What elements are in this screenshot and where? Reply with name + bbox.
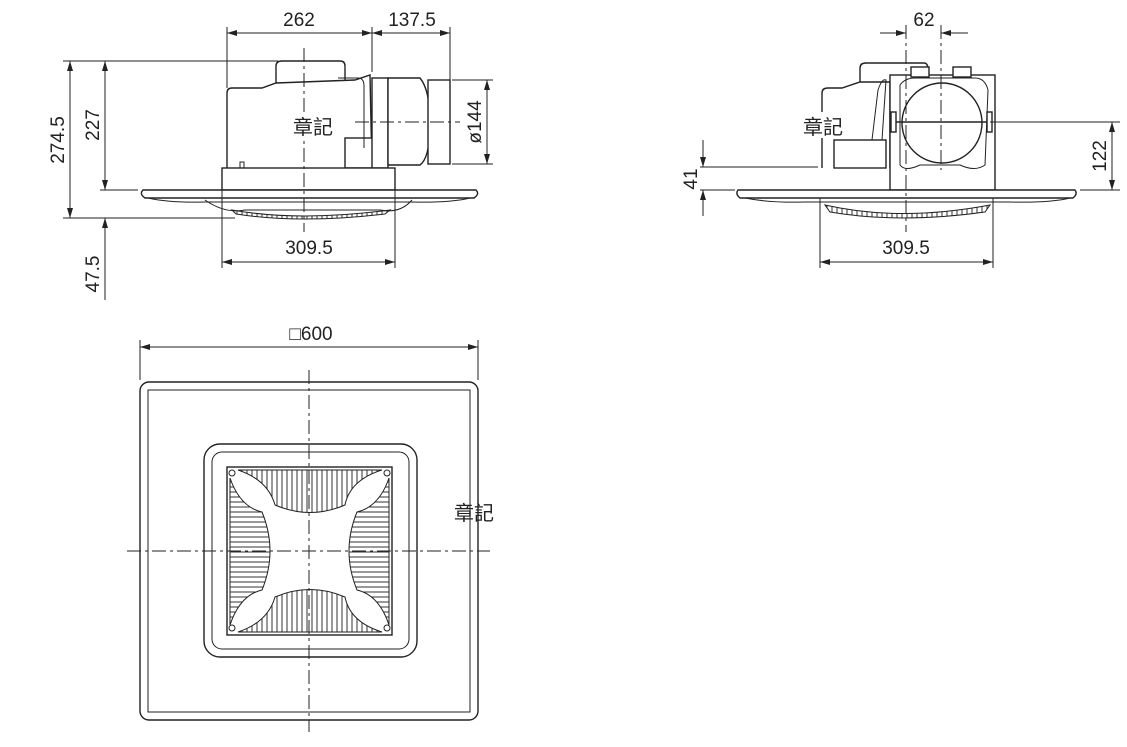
stamp-mark: 章記 bbox=[293, 115, 333, 139]
wire bbox=[338, 77, 365, 148]
dim-height-below: 47.5 bbox=[83, 256, 104, 293]
grille-lobe-top bbox=[237, 469, 383, 513]
bottom-view: □600 章記 bbox=[127, 324, 494, 732]
dim-flange-height: 41 bbox=[681, 168, 702, 189]
dim-grille-width: 309.5 bbox=[285, 238, 333, 259]
stamp-mark: 章記 bbox=[454, 501, 494, 525]
screw-icon bbox=[383, 624, 391, 632]
ceiling-flange bbox=[140, 189, 479, 199]
dim-duct-height: 122 bbox=[1090, 140, 1111, 172]
stamp-mark: 章記 bbox=[803, 115, 843, 139]
dim-height-above: 227 bbox=[83, 109, 104, 141]
dim-duct-length: 137.5 bbox=[388, 10, 436, 31]
front-view: 62 122 41 309.5 章記 bbox=[681, 10, 1120, 268]
dim-body-width: 262 bbox=[283, 10, 315, 31]
screw-icon bbox=[228, 469, 236, 477]
grille-profile bbox=[823, 204, 992, 219]
grille-lobe-right bbox=[348, 477, 390, 626]
terminal-box bbox=[833, 139, 887, 169]
duct-adapter bbox=[371, 77, 389, 169]
dim-total-height: 274.5 bbox=[48, 116, 69, 164]
dim-panel-size: □600 bbox=[289, 324, 332, 345]
grille-lobe-left bbox=[229, 477, 271, 626]
dim-duct-diameter: ø144 bbox=[465, 100, 486, 144]
grille-profile bbox=[230, 209, 392, 220]
grille-lobe-bottom bbox=[237, 589, 383, 633]
side-view: 262 137.5 274.5 227 47.5 ø144 309.5 章記 bbox=[48, 10, 493, 300]
dim-grille-width: 309.5 bbox=[882, 238, 930, 259]
duct-circle bbox=[901, 82, 983, 164]
dim-duct-offset: 62 bbox=[913, 10, 934, 31]
screw-icon bbox=[383, 469, 391, 477]
screw-icon bbox=[228, 624, 236, 632]
base-plate bbox=[221, 167, 396, 191]
